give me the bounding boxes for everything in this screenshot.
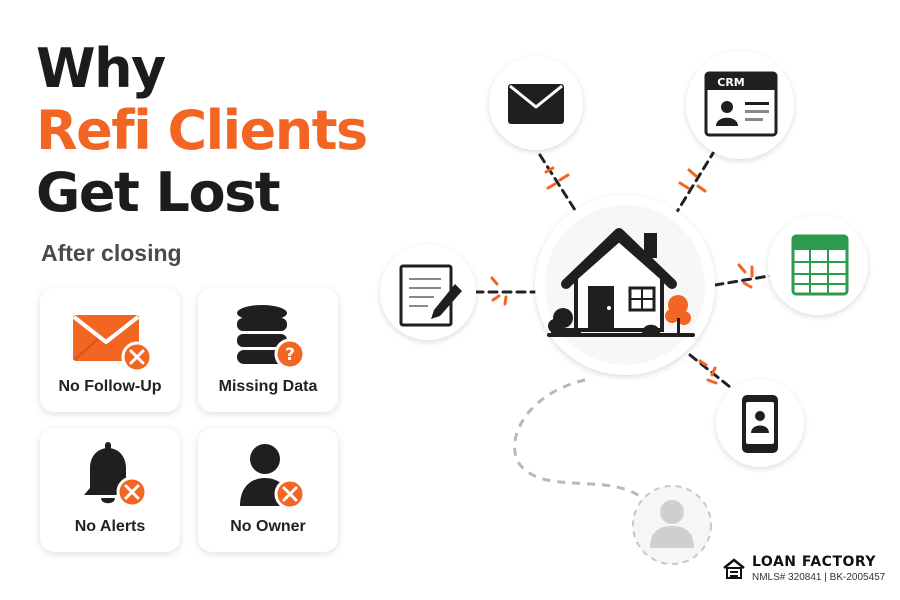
brand-registration: NMLS# 320841 | BK-2005457 — [752, 572, 886, 583]
title-block: Why Refi Clients Get Lost — [36, 37, 368, 224]
crm-node: CRM — [686, 51, 794, 159]
person-placeholder-icon — [650, 500, 694, 548]
equal-housing-icon — [723, 558, 745, 579]
database-question-icon: ? — [237, 305, 306, 370]
document-pen-icon — [399, 264, 462, 327]
title-line-1: Why — [36, 37, 166, 100]
smartphone-icon — [742, 395, 778, 453]
connector-crm — [673, 148, 717, 217]
house-icon — [547, 228, 695, 337]
email-node — [489, 56, 583, 150]
title-line-2: Refi Clients — [36, 99, 368, 162]
connector-mobile — [688, 353, 742, 397]
connector-email — [538, 153, 577, 212]
connector-spreadsheet — [713, 273, 777, 287]
person-error-icon — [240, 444, 306, 510]
card-label: No Owner — [230, 518, 306, 535]
bell-error-icon — [84, 442, 148, 508]
brand-logo: LOAN FACTORY NMLS# 320841 | BK-2005457 — [722, 554, 892, 588]
client-node — [632, 485, 712, 565]
card-no-alerts: No Alerts — [40, 428, 180, 552]
connector-client — [513, 378, 652, 506]
house-node — [535, 195, 715, 375]
card-label: No Follow-Up — [58, 378, 162, 395]
spreadsheet-node — [768, 215, 868, 315]
connector-lines — [473, 148, 777, 397]
break-sparks — [490, 166, 754, 385]
title-line-3: Get Lost — [36, 161, 281, 224]
mobile-node — [716, 379, 804, 467]
subtitle: After closing — [41, 240, 182, 266]
card-no-owner: No Owner — [198, 428, 338, 552]
notes-node — [380, 244, 476, 340]
svg-text:?: ? — [285, 345, 295, 365]
card-label: No Alerts — [74, 518, 146, 535]
card-no-follow-up: No Follow-Up — [40, 288, 180, 412]
crm-label: CRM — [717, 76, 745, 89]
envelope-error-icon — [72, 315, 153, 373]
spreadsheet-icon — [791, 234, 849, 296]
envelope-icon — [508, 84, 564, 124]
card-label: Missing Data — [218, 378, 318, 395]
crm-card-icon: CRM — [704, 71, 778, 137]
brand-name: LOAN FACTORY — [752, 554, 877, 570]
card-missing-data: ? Missing Data — [198, 288, 338, 412]
